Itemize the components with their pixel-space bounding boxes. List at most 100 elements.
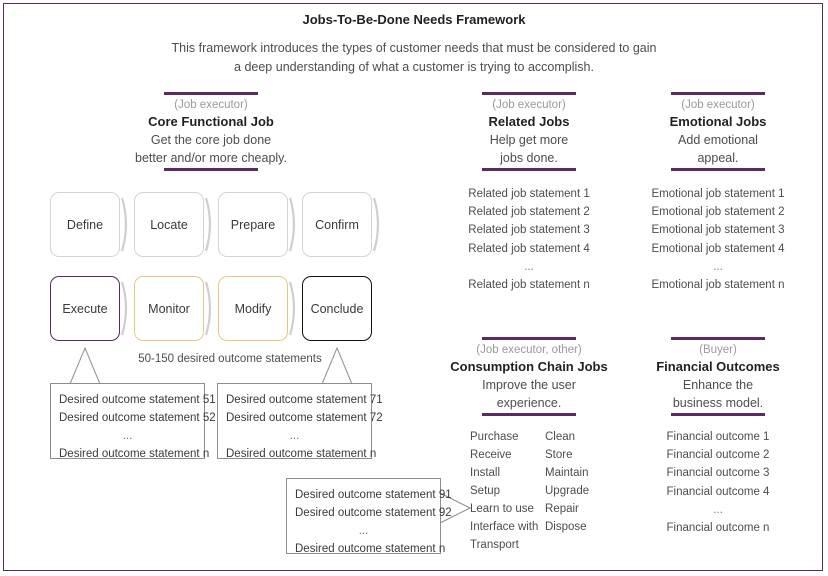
list-item-ellipsis: ... — [524, 260, 534, 273]
list-item: Store — [545, 449, 573, 461]
list-item-ellipsis: ... — [713, 260, 723, 273]
column-name: Financial Outcomes — [656, 359, 780, 374]
callout-line-ellipsis: ... — [289, 430, 300, 442]
list-item: Related job statement 1 — [468, 188, 590, 200]
accent-bar-bottom — [482, 413, 576, 416]
callout-box-execute: Desired outcome statement 51 Desired out… — [50, 383, 216, 460]
callout-line: Desired outcome statement n — [226, 448, 377, 460]
callout-line-ellipsis: ... — [358, 525, 369, 537]
accent-bar-bottom — [164, 168, 258, 171]
list-item: Emotional job statement 4 — [651, 242, 785, 255]
list-item: Emotional job statement n — [651, 279, 785, 292]
column-desc-line-1: Get the core job done — [150, 133, 272, 147]
list-item: Emotional job statement 2 — [651, 206, 785, 219]
column-desc-line-1: Help get more — [489, 133, 569, 147]
callout-line: Desired outcome statement 51 — [59, 394, 216, 406]
page-subtitle-line-1: This framework introduces the types of c… — [171, 41, 657, 55]
page-title: Jobs-To-Be-Done Needs Framework — [302, 12, 526, 27]
statement-list-financial-outcomes: Financial outcome 1 Financial outcome 2 … — [624, 428, 812, 537]
column-name: Related Jobs — [488, 114, 570, 129]
column-role: (Job executor) — [681, 99, 755, 111]
column-header-financial-outcomes: (Buyer) Financial Outcomes Enhance the b… — [624, 337, 812, 416]
list-item: Related job statement 3 — [468, 224, 590, 237]
column-header-consumption-chain-jobs: (Job executor, other) Consumption Chain … — [435, 337, 623, 416]
column-name: Consumption Chain Jobs — [450, 359, 608, 374]
list-item: Clean — [545, 431, 576, 443]
callout-line: Desired outcome statement 92 — [295, 507, 452, 519]
chain-list-right: Clean Store Maintain Upgrade Repair Disp… — [545, 428, 589, 536]
list-item: Purchase — [470, 431, 519, 443]
list-item: Install — [470, 467, 501, 479]
list-item: Emotional job statement 3 — [651, 224, 785, 237]
column-name: Emotional Jobs — [669, 114, 767, 129]
list-item: Related job statement n — [468, 279, 590, 292]
statement-list-emotional-jobs: Emotional job statement 1 Emotional job … — [624, 185, 812, 294]
callout-box-conclude: Desired outcome statement 71 Desired out… — [217, 383, 383, 460]
list-item: Emotional job statement 1 — [651, 188, 785, 200]
list-item: Learn to use — [470, 503, 534, 515]
list-item: Financial outcome n — [666, 522, 770, 535]
column-desc-line-2: experience. — [496, 396, 562, 410]
list-item: Related job statement 2 — [468, 206, 590, 219]
column-desc-line-1: Improve the user — [482, 378, 576, 392]
column-name: Core Functional Job — [148, 114, 274, 129]
list-item: Financial outcome 1 — [666, 431, 770, 443]
stage-box-execute[interactable]: Execute — [50, 276, 120, 341]
callout-line: Desired outcome statement 72 — [226, 412, 383, 424]
column-desc-line-2: jobs done. — [500, 151, 558, 165]
accent-bar-top — [482, 337, 576, 340]
list-item: Dispose — [545, 521, 587, 533]
list-item: Financial outcome 2 — [666, 449, 770, 462]
accent-bar-bottom — [482, 168, 576, 171]
column-desc-line-2: appeal. — [697, 151, 739, 165]
accent-bar-bottom — [671, 168, 765, 171]
stage-box-locate[interactable]: Locate — [134, 192, 204, 257]
list-item: Setup — [470, 485, 501, 497]
callout-line: Desired outcome statement 91 — [295, 489, 452, 501]
list-item: Financial outcome 4 — [666, 485, 770, 498]
column-desc-line-2: business model. — [672, 396, 764, 410]
list-item: Interface with — [470, 521, 539, 533]
callout-line: Desired outcome statement n — [295, 543, 446, 555]
column-desc-line-2: better and/or more cheaply. — [135, 151, 287, 165]
callout-line: Desired outcome statement n — [59, 448, 210, 460]
callout-line: Desired outcome statement 52 — [59, 412, 216, 424]
stage-box-modify[interactable]: Modify — [218, 276, 288, 341]
page-subtitle-line-2: a deep understanding of what a customer … — [234, 60, 594, 74]
job-map-caption: 50-150 desired outcome statements — [138, 353, 322, 365]
list-item: Financial outcome 3 — [666, 467, 770, 480]
column-role: (Job executor) — [174, 99, 248, 111]
accent-bar-top — [482, 92, 576, 95]
list-item: Related job statement 4 — [468, 242, 590, 255]
list-item: Maintain — [545, 467, 589, 479]
list-item: Transport — [470, 539, 519, 551]
stage-box-prepare[interactable]: Prepare — [218, 192, 288, 257]
statement-list-related-jobs: Related job statement 1 Related job stat… — [435, 185, 623, 294]
accent-bar-top — [164, 92, 258, 95]
accent-bar-top — [671, 92, 765, 95]
page-subtitle: This framework introduces the types of c… — [114, 39, 714, 77]
column-header-related-jobs: (Job executor) Related Jobs Help get mor… — [435, 92, 623, 171]
list-item: Upgrade — [545, 485, 590, 497]
stage-box-define[interactable]: Define — [50, 192, 120, 257]
callout-box-consumption: Desired outcome statement 91 Desired out… — [286, 478, 452, 555]
callout-line: Desired outcome statement 71 — [226, 394, 383, 406]
stage-box-conclude[interactable]: Conclude — [302, 276, 372, 341]
column-header-emotional-jobs: (Job executor) Emotional Jobs Add emotio… — [624, 92, 812, 171]
column-header-core-functional-job: (Job executor) Core Functional Job Get t… — [117, 92, 305, 171]
callout-line-ellipsis: ... — [122, 430, 133, 442]
chain-list-left: Purchase Receive Install Setup Learn to … — [470, 428, 538, 554]
stage-box-monitor[interactable]: Monitor — [134, 276, 204, 341]
accent-bar-top — [671, 337, 765, 340]
column-desc-line-1: Enhance the — [682, 378, 754, 392]
column-role: (Job executor, other) — [476, 344, 582, 356]
stage-box-confirm[interactable]: Confirm — [302, 192, 372, 257]
callout-tail-execute — [69, 346, 101, 385]
column-desc-line-1: Add emotional — [678, 133, 758, 147]
column-role: (Buyer) — [699, 344, 737, 356]
list-item: Receive — [470, 449, 512, 461]
column-role: (Job executor) — [492, 99, 566, 111]
accent-bar-bottom — [671, 413, 765, 416]
list-item: Repair — [545, 503, 579, 515]
